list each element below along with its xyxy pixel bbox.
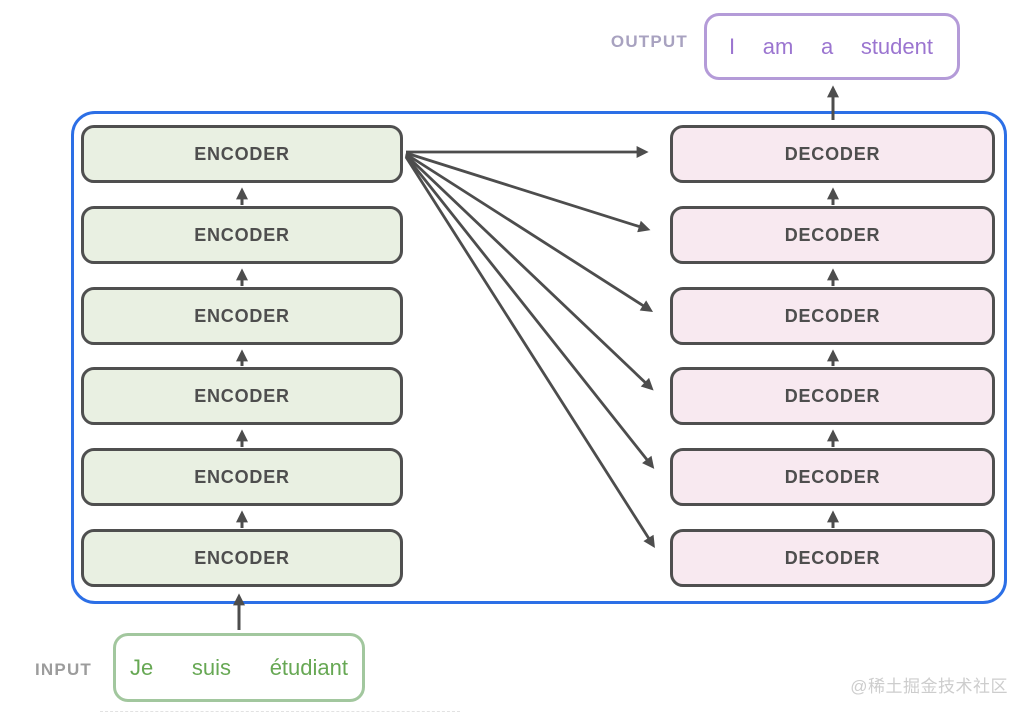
encoder-block-3: ENCODER: [81, 287, 403, 345]
decoder-block-4: DECODER: [670, 367, 995, 425]
encoder-block-6: ENCODER: [81, 529, 403, 587]
encoder-block-4: ENCODER: [81, 367, 403, 425]
decoder-block-1: DECODER: [670, 125, 995, 183]
encoder-block-1: ENCODER: [81, 125, 403, 183]
output-word: student: [860, 33, 933, 59]
decoder-block-2: DECODER: [670, 206, 995, 264]
input-word: suis: [191, 654, 232, 680]
encoder-block-2: ENCODER: [81, 206, 403, 264]
input-label: INPUT: [35, 660, 92, 679]
input-sentence-box: Je suis étudiant: [113, 633, 365, 702]
output-word: a: [820, 33, 834, 59]
output-word: I: [729, 33, 736, 59]
bottom-dashed-line: [100, 711, 460, 712]
output-sentence-box: I am a student: [704, 13, 960, 80]
input-word: étudiant: [269, 654, 348, 680]
decoder-block-3: DECODER: [670, 287, 995, 345]
model-container-frame: [71, 111, 1007, 604]
input-word: Je: [130, 654, 154, 680]
decoder-block-6: DECODER: [670, 529, 995, 587]
output-label: OUTPUT: [610, 32, 688, 51]
encoder-block-5: ENCODER: [81, 448, 403, 506]
watermark: @稀土掘金技术社区: [850, 677, 1008, 696]
output-word: am: [762, 33, 794, 59]
decoder-block-5: DECODER: [670, 448, 995, 506]
